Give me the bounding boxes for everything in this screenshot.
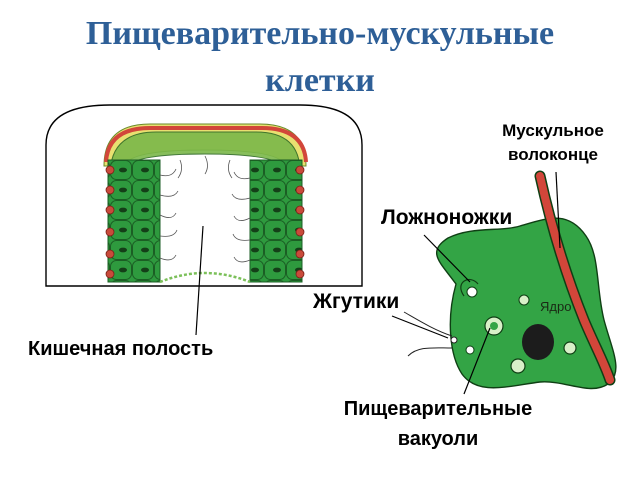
- flagella-pointer: [391, 315, 449, 339]
- body-wall-section: [45, 104, 363, 287]
- label-muscle-fiber: Мускульное волоконце: [502, 121, 604, 164]
- label-pointers: [391, 171, 561, 395]
- cavity-boundary: [159, 271, 251, 284]
- vacuole: [510, 358, 526, 374]
- vacuole: [518, 294, 530, 306]
- title-line-1: Пищеварительно-мускульные: [85, 15, 555, 52]
- cell-flagella: [403, 311, 458, 357]
- cavity-flagella: [159, 155, 251, 263]
- label-pseudopodia: Ложноножки: [381, 206, 513, 229]
- nucleus: [522, 324, 554, 360]
- single-cell: [403, 170, 617, 390]
- muscle-pointer: [555, 171, 561, 249]
- pseudopod-pocket: [466, 286, 478, 298]
- muscle-dots: [105, 165, 305, 279]
- cavity-pointer: [195, 225, 204, 336]
- label-intestinal-cavity: Кишечная полость: [28, 338, 214, 360]
- muscle-band: [104, 126, 308, 163]
- vacuole: [465, 345, 475, 355]
- left-cell-column: [107, 159, 161, 283]
- right-cell-column: [249, 159, 303, 283]
- label-digestive-vacuoles: Пищеварительные вакуоли: [343, 398, 533, 450]
- pseudopod-pointer: [423, 234, 471, 283]
- vacuole: [563, 341, 577, 355]
- label-flagella: Жгутики: [313, 290, 400, 313]
- title-line-2: клетки: [265, 62, 375, 99]
- vacuole-pointer: [463, 327, 491, 395]
- label-nucleus: Ядро: [540, 299, 572, 314]
